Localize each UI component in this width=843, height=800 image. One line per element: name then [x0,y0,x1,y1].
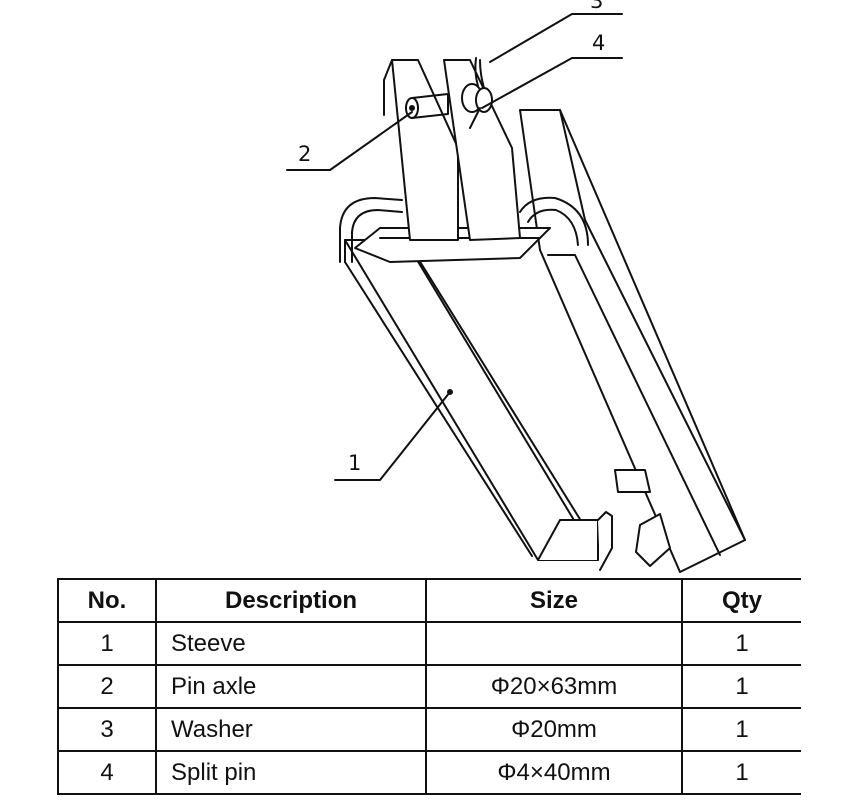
cell-no: 3 [57,707,157,752]
header-description: Description [155,578,427,623]
table-row: 1 Steeve 1 [57,621,801,666]
cell-no: 1 [57,621,157,666]
cell-qty: 1 [681,707,801,752]
cell-description: Steeve [155,621,427,666]
cell-size: Φ20×63mm [425,664,683,709]
callout-label-1: 1 [348,451,361,475]
cell-description: Pin axle [155,664,427,709]
callout-leaders [286,13,623,481]
assembly-drawing: 3 4 2 1 [286,0,746,573]
callout-label-3: 3 [590,0,603,13]
table-row: 2 Pin axle Φ20×63mm 1 [57,664,801,709]
table-header-row: No. Description Size Qty [57,578,801,623]
cell-qty: 1 [681,621,801,666]
callout-label-4: 4 [592,31,605,55]
lug-plates [383,59,521,241]
header-size: Size [425,578,683,623]
retainer-rods [339,196,589,263]
cell-size: Φ20mm [425,707,683,752]
steeve-right-channel [519,109,746,573]
parts-table: No. Description Size Qty 1 Steeve 1 2 Pi… [57,578,801,795]
table-row: 4 Split pin Φ4×40mm 1 [57,750,801,795]
cell-no: 4 [57,750,157,795]
cell-qty: 1 [681,664,801,709]
pin-axle [405,93,449,119]
washer-and-split-pin [461,57,493,129]
cell-size: Φ4×40mm [425,750,683,795]
header-qty: Qty [681,578,801,623]
callout-label-2: 2 [298,142,311,166]
header-no: No. [57,578,157,623]
cell-size [425,621,683,666]
cell-no: 2 [57,664,157,709]
cell-qty: 1 [681,750,801,795]
table-row: 3 Washer Φ20mm 1 [57,707,801,752]
cell-description: Washer [155,707,427,752]
cell-description: Split pin [155,750,427,795]
